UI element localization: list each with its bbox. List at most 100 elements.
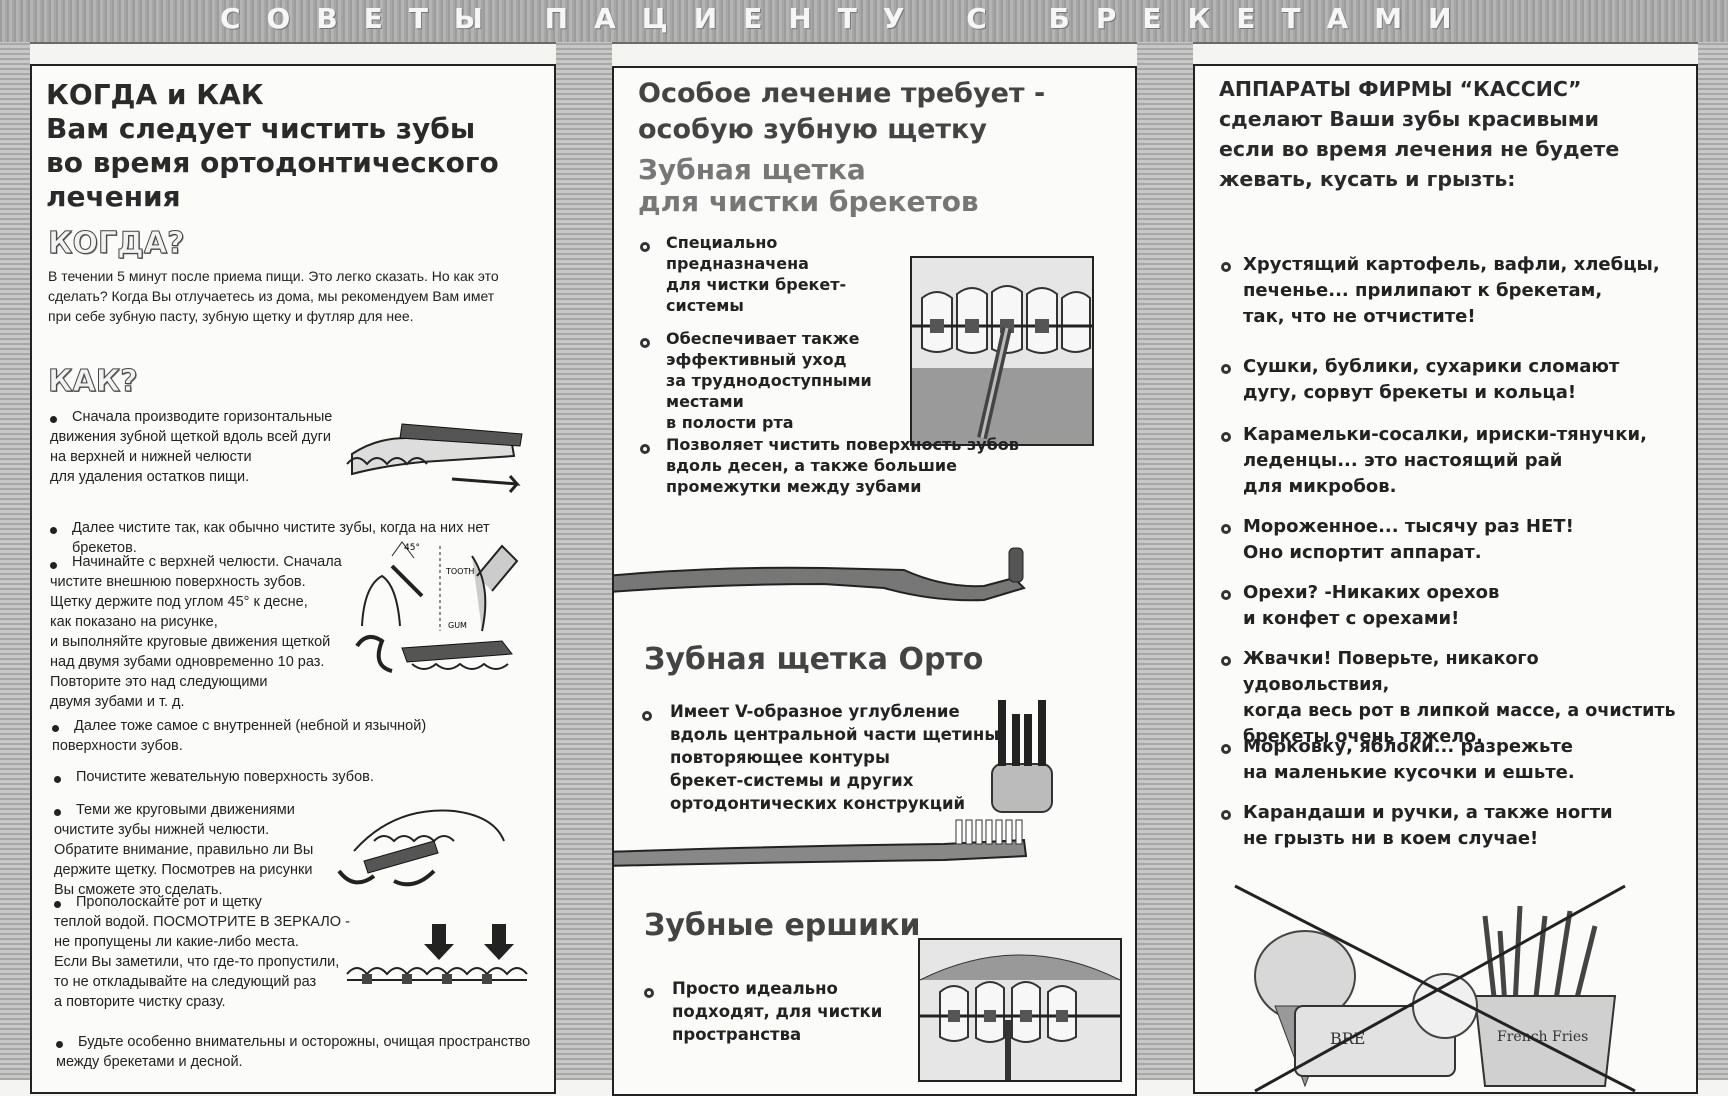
panel-special-brush: Особое лечение требует - особую зубную щ… (612, 66, 1137, 1096)
text-line: Далее чистите так, как обычно чистите зу… (72, 520, 490, 556)
bullet-dot (50, 416, 57, 423)
fold-gap-1 (556, 42, 612, 1080)
heading-line: во время ортодонтического (46, 146, 499, 179)
text-line: Будьте особенно внимательны и осторожны,… (78, 1034, 531, 1050)
text-line: Морковку, яблоки... разрежьте (1243, 736, 1573, 757)
text-line: на маленькие кусочки и ешьте. (1243, 762, 1575, 783)
text-line: как показано на рисунке, (50, 614, 218, 630)
text-line: для чистки брекет- (666, 275, 847, 294)
bullet-dot (1221, 524, 1231, 534)
text-line: над двумя зубами одновременно 10 раз. (50, 654, 325, 670)
how-title: КАК? (48, 364, 139, 400)
text-line: Жвачки! Поверьте, никакого удовольствия, (1243, 649, 1539, 695)
interdental-closeup-image (918, 938, 1122, 1082)
text-line: Мороженное... тысячу раз НЕТ! (1243, 516, 1574, 537)
when-text: В течении 5 минут после приема пищи. Это… (48, 266, 499, 326)
food-warning-list: Хрустящий картофель, вафли, хлебцы, пече… (1215, 252, 1685, 852)
text-line: эффективный уход (666, 350, 847, 369)
text-line: для удаления остатков пищи. (50, 469, 250, 485)
heading-line: Зубная щетка (638, 153, 866, 186)
v-groove-brush-head-image (991, 700, 1053, 813)
bullet-dot (50, 562, 57, 569)
step-5: Почистите жевательную поверхность зубов. (76, 767, 374, 787)
text-line: Сначала производите горизонтальные (72, 409, 333, 425)
text-line: Сушки, бублики, сухарики сломают (1243, 356, 1620, 377)
text-line: системы (666, 296, 744, 315)
text-line: и конфет с орехами! (1243, 608, 1460, 629)
text-line: Карамельки-сосалки, ириски-тянучки, (1243, 424, 1647, 445)
toothbrush-ortho-image (614, 819, 1028, 867)
text-line: очистите зубы нижней челюсти. (54, 822, 270, 838)
list-item: Жвачки! Поверьте, никакого удовольствия,… (1215, 646, 1685, 747)
text-line: чистите внешнюю поверхность зубов. (50, 574, 306, 590)
bullet-dot (1221, 432, 1231, 442)
sub-heading-braces-brush: Зубная щетка для чистки брекетов (638, 154, 979, 218)
step-7: Прополоскайте рот и щетку теплой водой. … (54, 892, 350, 1012)
text-line: вдоль центральной части щетины, (670, 725, 1006, 744)
text-line: Если Вы заметили, что где-то пропустили, (54, 954, 340, 970)
text-line: когда весь рот в липкой массе, а очистит… (1243, 701, 1676, 721)
text-line: то не откладывайте на следующий раз (54, 974, 317, 990)
text-line: держите щетку. Посмотрев на рисунки (54, 862, 313, 878)
tooth-label: TOOTH (445, 567, 474, 576)
list-item: Сушки, бублики, сухарики сломают дугу, с… (1215, 354, 1685, 406)
text-line: двумя зубами и т. д. (50, 694, 185, 710)
bullet-dot (1221, 364, 1231, 374)
heading-line: жевать, кусать и грызть: (1219, 167, 1516, 191)
text-line: Имеет V-образное углубление (670, 702, 960, 721)
text-line: пространства (672, 1025, 802, 1044)
bullet-dot (640, 242, 650, 252)
text-line: Просто идеально (672, 979, 838, 998)
text-line: Теми же круговыми движениями (76, 802, 295, 818)
text-line: поверхности зубов. (52, 738, 183, 754)
text-line: движения зубной щеткой вдоль всей дуги (50, 429, 331, 445)
list-item: Орехи? -Никаких орехов и конфет с орехам… (1215, 580, 1685, 632)
step-6: Теми же круговыми движениями очистите зу… (54, 800, 313, 900)
bullet-dot (56, 1041, 63, 1048)
bullet-dot (1221, 744, 1231, 754)
heading-line: сделают Ваши зубы красивыми (1219, 107, 1599, 131)
fold-gap-2 (1137, 42, 1193, 1080)
step-3: Начинайте с верхней челюсти. Сначала чис… (50, 552, 342, 712)
braces-brush-point-1: Специально предназначена для чистки брек… (666, 232, 846, 316)
text-line: при себе зубную пасту, зубную щетку и фу… (48, 308, 414, 324)
list-item: Хрустящий картофель, вафли, хлебцы, пече… (1215, 252, 1685, 327)
bullet-dot (640, 338, 650, 348)
bullet-dot (1221, 810, 1231, 820)
bullet-dot (1221, 656, 1231, 666)
step-8: Будьте особенно внимательны и осторожны,… (56, 1032, 530, 1072)
text-line: так, что не отчистите! (1243, 306, 1476, 327)
banner-title: СОВЕТЫ ПАЦИЕНТУ С БРЕКЕТАМИ (220, 2, 1478, 35)
text-line: Обратите внимание, правильно ли Вы (54, 842, 314, 858)
list-item: Мороженное... тысячу раз НЕТ! Оно испорт… (1215, 514, 1685, 566)
text-line: не пропущены ли какие-либо места. (54, 934, 299, 950)
margin-left (0, 42, 30, 1080)
text-line: Прополоскайте рот и щетку (76, 894, 262, 910)
bullet-dot (644, 988, 654, 998)
text-line: Орехи? -Никаких орехов (1243, 582, 1500, 603)
text-line: повторяющее контуры (670, 748, 890, 767)
text-line: и выполняйте круговые движения щеткой (50, 634, 331, 650)
sub-heading-interdental-brushes: Зубные ершики (644, 908, 921, 943)
margin-right (1698, 42, 1728, 1080)
heading-line: Вам следует чистить зубы (46, 112, 476, 145)
bullet-dot (54, 776, 61, 783)
list-item: Карамельки-сосалки, ириски-тянучки, леде… (1215, 422, 1685, 500)
text-line: печенье... прилипают к брекетам, (1243, 280, 1603, 301)
braces-closeup-image (910, 256, 1094, 446)
angle-label: 45° (404, 543, 420, 553)
braces-brush-point-3: Позволяет чистить поверхность зубов вдол… (666, 434, 1019, 497)
brushing-horizontal-illustration (346, 423, 523, 493)
heading-line: КОГДА и КАК (46, 78, 264, 111)
text-line: брекет-системы и других (670, 771, 914, 790)
heading-line: АППАРАТЫ ФИРМЫ “КАССИС” (1219, 77, 1582, 101)
heading-line: особую зубную щетку (638, 114, 987, 145)
heading-line: Особое лечение требует - (638, 78, 1046, 109)
text-line: дугу, сорвут брекеты и кольца! (1243, 382, 1577, 403)
text-line: Начинайте с верхней челюсти. Сначала (72, 554, 342, 570)
text-line: Хрустящий картофель, вафли, хлебцы, (1243, 254, 1660, 275)
text-line: местами (666, 392, 744, 411)
text-line: Позволяет чистить поверхность зубов (666, 435, 1019, 454)
sub-heading-ortho-brush: Зубная щетка Орто (644, 642, 984, 677)
forbidden-foods-image: BRE French Fries (1234, 884, 1636, 1092)
